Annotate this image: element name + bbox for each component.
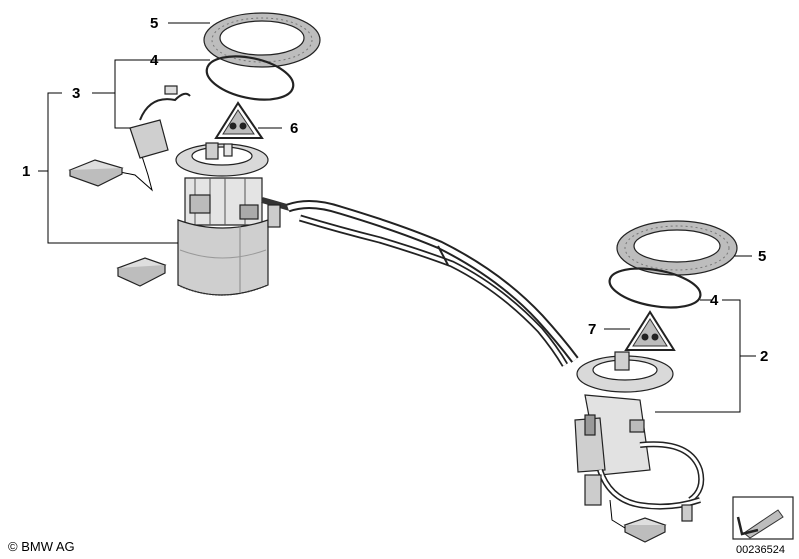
arrow-icon [736,509,784,539]
seal-ring-left [203,12,321,68]
leader-lines [38,22,756,413]
warning-triangle-icon [229,122,237,130]
diagram-reference-number: 00236524 [736,544,785,556]
fuel-pump-left [68,85,291,296]
o-ring-left [205,55,295,101]
seal-ring-right [616,220,738,276]
nav-arrow-box[interactable] [732,496,794,540]
fuel-pump-right [574,351,705,543]
callout-3: 3 [72,85,80,102]
callout-4-right: 4 [710,292,719,309]
callout-5-right: 5 [758,248,766,265]
callout-2: 2 [760,348,768,365]
copyright-text: © BMW AG [8,539,75,554]
callout-5-left: 5 [150,15,158,32]
warning-triangle-icon [641,333,649,341]
callout-7: 7 [588,321,596,338]
o-ring-right [608,267,702,309]
callout-4-left: 4 [150,52,159,69]
callout-6: 6 [290,120,298,137]
fuel-line-hose [286,200,579,367]
callout-1: 1 [22,163,30,180]
warning-label-left [214,101,264,139]
warning-label-right [624,310,676,351]
